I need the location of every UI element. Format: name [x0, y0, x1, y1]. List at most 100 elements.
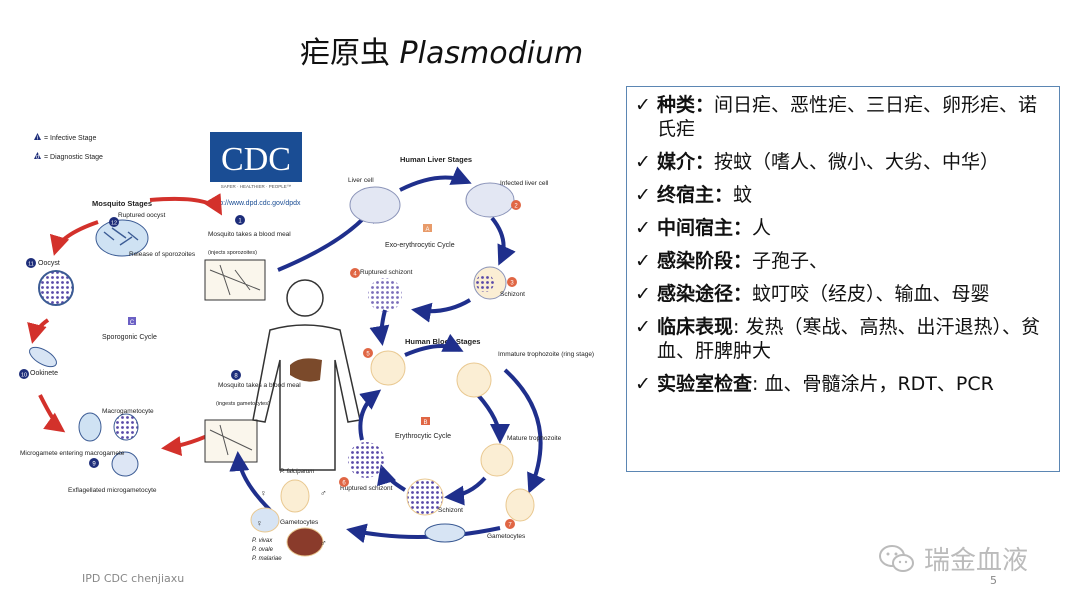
stage-number-badges: 1 2 3 4 5 6 7 8 9 10 11 12 [19, 200, 521, 529]
label-p-malariae: P. malariae [252, 556, 282, 562]
label-erythrocytic-cycle: Erythrocytic Cycle [395, 433, 451, 440]
badge-c-text: C [130, 320, 135, 326]
info-item-lab: ✓ 实验室检查: 血、骨髓涂片，RDT、PCR [635, 372, 1049, 396]
label-mature-trophozoite: Mature trophozoite [507, 435, 562, 442]
info-sep: ： [733, 283, 753, 305]
info-text: 发热（寒战、高热、出汗退热）、贫血、肝脾肿大 [657, 316, 1040, 362]
cdc-logo: CDC SAFER · HEALTHIER · PEOPLE™ http://w… [210, 132, 302, 207]
exo-erythrocytic-cycle: Liver cell Infected liver cell A Exo-ery… [277, 166, 549, 346]
badge-6: 6 [342, 481, 346, 487]
human-figure [252, 279, 361, 471]
page-number: 5 [990, 574, 997, 587]
info-sep: ： [714, 184, 734, 206]
mosquito-stages-header: Mosquito Stages [92, 199, 152, 208]
label-ruptured-oocyst: Ruptured oocyst [118, 212, 166, 219]
info-text: 人 [752, 217, 772, 239]
info-item-body: 感染阶段：子孢子、 [657, 249, 828, 273]
cdc-logo-text: CDC [221, 141, 291, 178]
svg-text:♂: ♂ [320, 488, 327, 498]
footer-credit: IPD CDC chenjiaxu [82, 572, 185, 585]
info-item-route: ✓ 感染途径：蚊叮咬（经皮）、输血、母婴 [635, 282, 1049, 306]
badge-a [423, 224, 432, 232]
info-term: 终宿主 [657, 184, 715, 206]
label-infected-liver-cell: Infected liver cell [500, 180, 549, 187]
info-item-body: 终宿主：蚊 [657, 183, 752, 207]
legend: i = Infective Stage d = Diagnostic Stage [34, 133, 103, 161]
sporogonic-cycle: Ruptured oocyst Release of sporozoites O… [20, 193, 223, 494]
label-p-ovale: P. ovale [252, 547, 274, 553]
check-icon: ✓ [635, 283, 651, 305]
label-ookinete: Ookinete [30, 370, 58, 377]
label-schizont-d: Schizont [438, 507, 463, 514]
label-ruptured-schizont-4: Ruptured schizont [360, 269, 413, 276]
badge-2: 2 [514, 204, 518, 210]
info-item-vector: ✓ 媒介：按蚊（嗜人、微小、大劣、中华） [635, 150, 1049, 174]
label-release-sporozoites: Release of sporozoites [129, 251, 196, 258]
badge-b-text: B [423, 420, 427, 426]
info-sep: ： [695, 151, 715, 173]
legend-diagnostic-label: = Diagnostic Stage [44, 154, 103, 161]
badge-4: 4 [353, 272, 357, 278]
check-icon: ✓ [635, 184, 651, 206]
check-icon: ✓ [635, 94, 651, 116]
badge-7: 7 [508, 523, 512, 529]
check-icon: ✓ [635, 217, 651, 239]
info-item-clinical: ✓ 临床表现: 发热（寒战、高热、出汗退热）、贫血、肝脾肿大 [635, 315, 1049, 363]
info-item-body: 中间宿主：人 [657, 216, 771, 240]
svg-text:♀: ♀ [260, 488, 267, 498]
badge-3: 3 [510, 281, 514, 287]
info-term: 中间宿主 [657, 217, 734, 239]
label-p-vivax: P. vivax [252, 538, 273, 544]
badge-a-text: A [425, 227, 429, 233]
diagnostic-stage-icon [34, 152, 41, 159]
info-text: 子孢子、 [752, 250, 829, 272]
label-liver-cell: Liver cell [348, 177, 374, 184]
info-sep: : [733, 316, 746, 338]
info-term: 感染途径 [657, 283, 734, 305]
label-gametocytes-d: Gametocytes [280, 519, 319, 526]
cdc-url: http://www.dpd.cdc.gov/dpdx [211, 200, 301, 207]
legend-infective-label: = Infective Stage [44, 135, 96, 142]
legend-i-glyph: i [37, 136, 38, 142]
info-item-body: 实验室检查: 血、骨髓涂片，RDT、PCR [657, 372, 994, 396]
info-sep: ： [733, 217, 753, 239]
erythrocytic-cycle: Immature trophozoite (ring stage) B Eryt… [229, 333, 594, 562]
watermark: 瑞金血液 [878, 540, 1028, 577]
badge-c [128, 317, 136, 325]
info-term: 种类 [657, 94, 696, 116]
label-mosquito-blood-meal-1: Mosquito takes a blood meal [208, 231, 291, 238]
slide-title: 疟原虫 Plasmodium [300, 28, 583, 72]
info-item-body: 种类：间日疟、恶性疟、三日疟、卵形疟、诺氏疟 [657, 93, 1049, 141]
legend-d-glyph: d [36, 155, 39, 161]
info-term: 媒介 [657, 151, 696, 173]
cdc-tagline: SAFER · HEALTHIER · PEOPLE™ [221, 184, 291, 189]
info-item-body: 媒介：按蚊（嗜人、微小、大劣、中华） [657, 150, 999, 174]
info-item-intermediate-host: ✓ 中间宿主：人 [635, 216, 1049, 240]
label-injects-sporozoites: (injects sporozoites) [208, 250, 257, 256]
info-item-definitive-host: ✓ 终宿主：蚊 [635, 183, 1049, 207]
label-exflagellated: Exflagellated microgametocyte [68, 487, 157, 494]
info-text: 蚊叮咬（经皮）、输血、母婴 [752, 283, 990, 305]
title-latin: Plasmodium [399, 36, 584, 71]
check-icon: ✓ [635, 250, 651, 272]
info-sep: ： [695, 94, 715, 116]
malaria-life-cycle-diagram: i = Infective Stage d = Diagnostic Stage… [19, 132, 594, 562]
badge-1: 1 [238, 219, 242, 225]
badge-11: 11 [28, 262, 34, 268]
info-text: 蚊 [733, 184, 753, 206]
info-item-infective-stage: ✓ 感染阶段：子孢子、 [635, 249, 1049, 273]
svg-text:♂: ♂ [320, 538, 327, 548]
label-sporogonic-cycle: Sporogonic Cycle [102, 334, 157, 341]
badge-5: 5 [366, 352, 370, 358]
svg-text:♀: ♀ [256, 518, 263, 528]
wechat-icon [879, 544, 914, 572]
info-box: ✓ 种类：间日疟、恶性疟、三日疟、卵形疟、诺氏疟 ✓ 媒介：按蚊（嗜人、微小、大… [626, 86, 1060, 472]
check-icon: ✓ [635, 151, 651, 173]
badge-9: 9 [92, 462, 96, 468]
info-item-body: 感染途径：蚊叮咬（经皮）、输血、母婴 [657, 282, 990, 306]
info-text: 按蚊（嗜人、微小、大劣、中华） [714, 151, 1000, 173]
infective-stage-icon [34, 133, 41, 140]
badge-b [421, 417, 430, 425]
info-term: 感染阶段 [657, 250, 734, 272]
label-microgamete-entering: Microgamete entering macrogamete [20, 450, 125, 457]
